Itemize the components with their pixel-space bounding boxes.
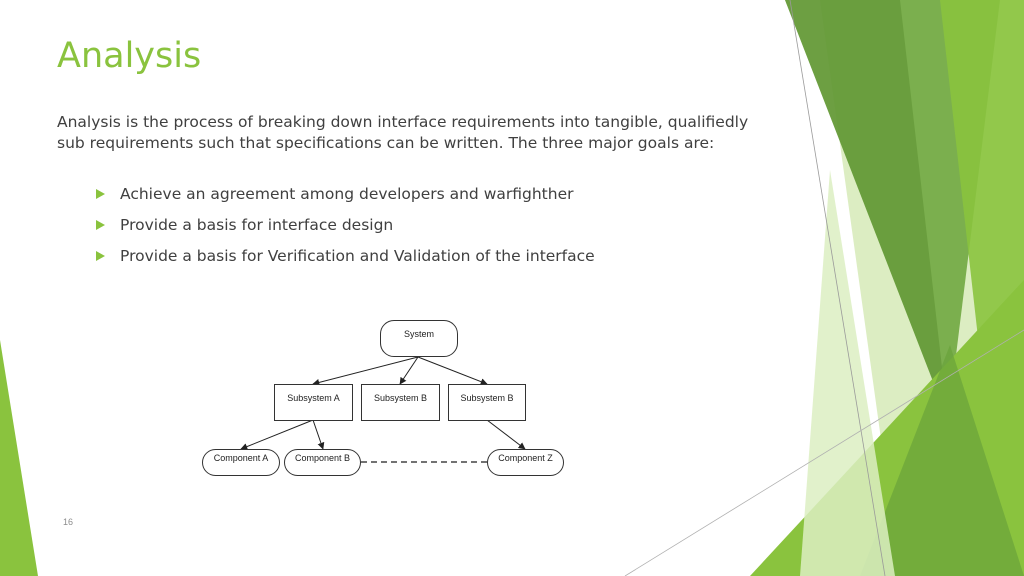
arrow-subsystem-a-to-component-b bbox=[312, 419, 325, 450]
arrow-system-to-subsystem-b bbox=[399, 356, 419, 385]
bullet-arrow-icon bbox=[96, 251, 105, 261]
thin-line-1 bbox=[789, 0, 886, 576]
right-shape-pale bbox=[800, 170, 895, 576]
goal-item: Achieve an agreement among developers an… bbox=[96, 184, 595, 215]
system-node: System bbox=[380, 320, 458, 357]
right-shape-dark bbox=[785, 0, 948, 420]
thin-line-2 bbox=[624, 329, 1024, 576]
goal-item: Provide a basis for Verification and Val… bbox=[96, 246, 595, 277]
component-b-node: Component B bbox=[284, 449, 361, 476]
right-shape-bottom-dark bbox=[860, 345, 1024, 576]
slide-title: Analysis bbox=[57, 36, 202, 76]
bullet-arrow-icon bbox=[96, 189, 105, 199]
component-label: Component A bbox=[213, 453, 269, 463]
intro-paragraph: Analysis is the process of breaking down… bbox=[57, 113, 749, 152]
goal-text: Achieve an agreement among developers an… bbox=[120, 185, 574, 203]
goal-text: Provide a basis for Verification and Val… bbox=[120, 247, 595, 265]
subsystem-b2-node: Subsystem B bbox=[448, 384, 526, 421]
component-label: Component Z bbox=[498, 453, 553, 463]
component-a-node: Component A bbox=[202, 449, 280, 476]
bullet-arrow-icon bbox=[96, 220, 105, 230]
subsystem-b-node: Subsystem B bbox=[361, 384, 440, 421]
arrow-subsystem-b-to-component-z bbox=[486, 419, 526, 450]
left-green-sliver bbox=[0, 340, 38, 576]
subsystem-label: Subsystem A bbox=[287, 393, 340, 403]
system-label: System bbox=[403, 329, 434, 339]
component-label: Component B bbox=[294, 453, 351, 463]
goal-text: Provide a basis for interface design bbox=[120, 216, 394, 234]
page-number: 16 bbox=[63, 517, 74, 527]
subsystem-label: Subsystem B bbox=[373, 393, 428, 403]
arrow-system-to-subsystem-b2 bbox=[417, 356, 488, 385]
right-shape-upper bbox=[940, 0, 1024, 400]
arrow-system-to-subsystem-a bbox=[312, 356, 419, 386]
goal-item: Provide a basis for interface design bbox=[96, 215, 595, 246]
goal-list: Achieve an agreement among developers an… bbox=[96, 184, 595, 277]
component-z-node: Component Z bbox=[487, 449, 564, 476]
subsystem-a-node: Subsystem A bbox=[274, 384, 353, 421]
subsystem-label: Subsystem B bbox=[460, 393, 514, 403]
arrow-subsystem-a-to-component-a bbox=[240, 419, 314, 450]
